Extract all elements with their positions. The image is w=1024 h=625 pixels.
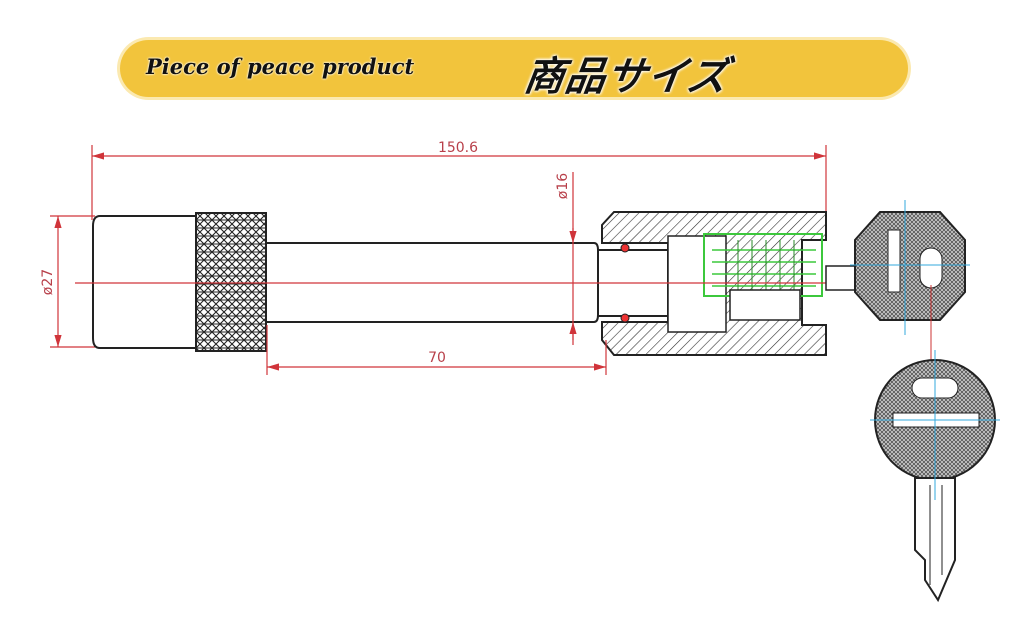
pin-length-dimension: 70 [266,325,607,375]
end-cap [92,215,197,349]
key-spare [870,350,1000,603]
overall-length-label: 150.6 [438,140,478,156]
knurled-grip [195,212,267,352]
key-inserted [825,200,970,380]
overall-length-dimension: 150.6 [91,140,827,220]
cap-diameter-label: ø27 [40,269,56,295]
pin-diameter-label: ø16 [555,173,571,199]
pin-diameter-dimension: ø16 [555,172,577,345]
header-banner: Piece of peace product 商品サイズ [120,40,908,100]
brand-name: Piece of peace product [146,54,415,79]
cap-diameter-dimension: ø27 [40,215,95,348]
pin-length-label: 70 [428,350,446,366]
